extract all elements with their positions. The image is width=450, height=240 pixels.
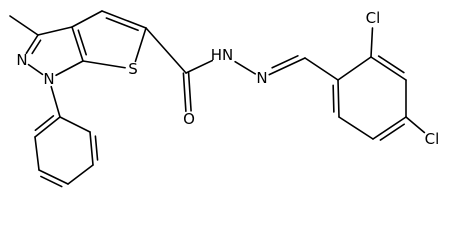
bond-ch-b1 <box>304 57 339 81</box>
bond-ph3-ph4-a <box>38 169 69 185</box>
atom-label-o-carbonyl: O <box>183 110 195 128</box>
bond-b2-b3-b <box>377 55 405 74</box>
bond-n1-c7a <box>55 60 84 77</box>
bond-ph1-ph2-a <box>34 116 61 138</box>
bond-b6-b1-b <box>332 84 335 113</box>
bond-nh-nz <box>234 60 256 75</box>
bond-ph1-ph2-b <box>34 115 55 132</box>
bond-b4-b5-b <box>379 123 405 141</box>
atom-label-s-thiophene: S <box>128 60 138 78</box>
atom-label-n-pyrazole-1: N <box>43 70 54 88</box>
bond-layer <box>9 10 426 188</box>
bond-ph6-ph1 <box>59 116 91 133</box>
bond-c4-c5-a <box>101 10 147 29</box>
bond-c5-cc <box>145 27 187 74</box>
bond-ph3-ph4-b <box>40 175 63 188</box>
bond-b1-b2 <box>337 56 372 81</box>
bond-b4-cl2 <box>405 116 426 134</box>
bond-b5-b6 <box>338 116 374 140</box>
bond-cc-nh <box>185 59 214 74</box>
bond-nz-ch-b <box>271 54 299 69</box>
atom-label-n-hydrazide-h: HN <box>211 46 234 64</box>
atom-label-cl-para: Cl <box>425 130 440 148</box>
bond-c4-c5-b <box>105 17 139 32</box>
bond-nz-ch-a <box>268 57 306 76</box>
bond-ph5-ph6-a <box>89 131 94 166</box>
bond-n2-n1 <box>27 63 44 76</box>
bond-ph2-ph3 <box>34 136 40 171</box>
bond-c7a-c3a-b <box>77 29 88 56</box>
bond-ph4-ph5 <box>67 164 94 185</box>
atom-label-n-hydrazone: N <box>256 69 267 87</box>
bond-c3-n2-a <box>25 34 39 55</box>
bond-c3-n2-b <box>31 39 42 55</box>
atom-label-cl-ortho: Cl <box>366 9 381 27</box>
bond-c3a-c3 <box>37 26 73 36</box>
bond-ph5-ph6-b <box>94 135 99 161</box>
bond-c7a-c3a-a <box>71 26 84 62</box>
bond-c3a-c4 <box>71 10 103 28</box>
bond-b6-b1-a <box>337 79 340 118</box>
bond-n1-ph1 <box>50 85 61 118</box>
bond-b2-cl1 <box>370 27 374 58</box>
bond-s-c7a <box>82 60 126 69</box>
bond-me-c3 <box>9 15 39 36</box>
atom-label-n-pyrazole-2: N <box>16 51 27 69</box>
bond-cc-o-b <box>187 72 192 112</box>
bond-b2-b3-a <box>370 56 407 81</box>
bond-cc-o-a <box>182 72 187 112</box>
bond-b4-b5-a <box>372 116 407 140</box>
bond-c5-s <box>134 27 147 63</box>
